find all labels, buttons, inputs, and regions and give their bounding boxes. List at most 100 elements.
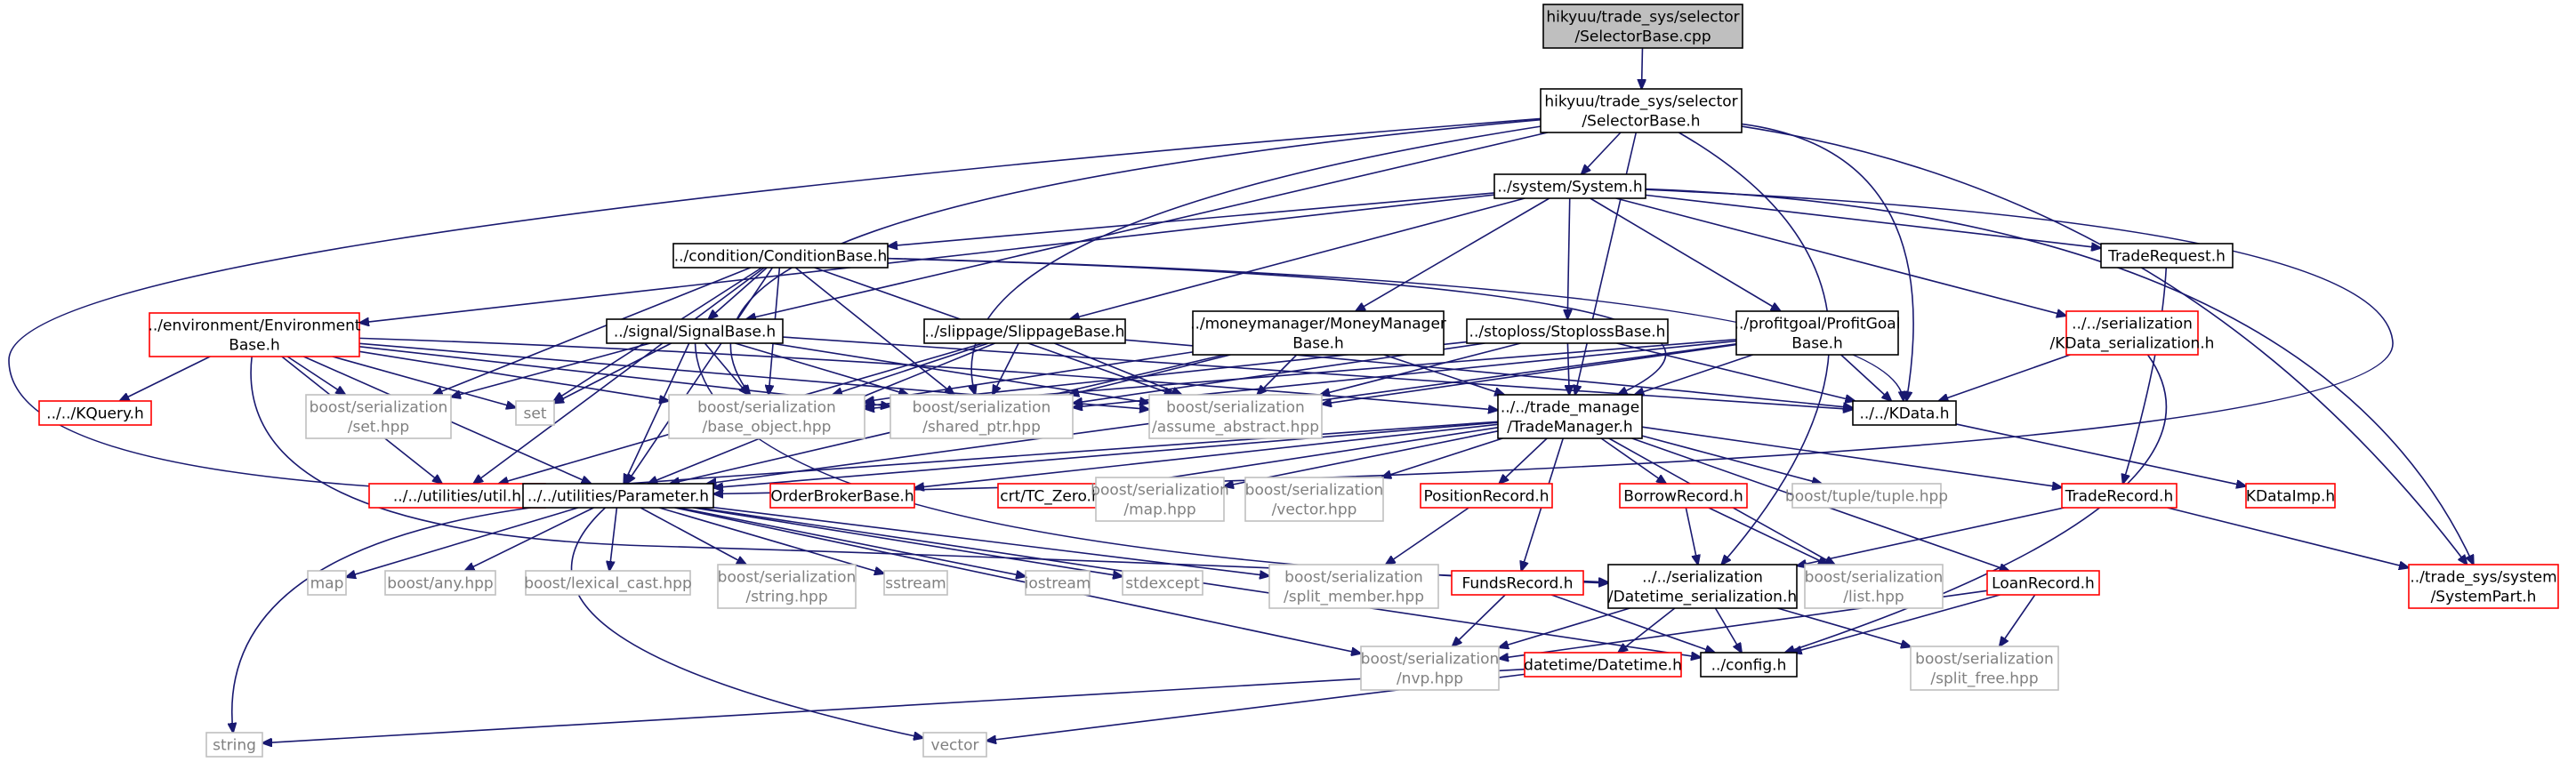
node-label-line: /assume_abstract.hpp xyxy=(1152,419,1319,437)
node-conditionbase-h[interactable]: ../condition/ConditionBase.h xyxy=(672,243,889,269)
edge-line xyxy=(1453,594,1506,646)
edge-environmentbase_h-to-base_object_hpp xyxy=(358,350,669,401)
node-signalbase-h[interactable]: ../signal/SignalBase.h xyxy=(606,318,784,344)
node-box xyxy=(1493,173,1646,199)
node-string: string xyxy=(205,732,263,758)
edge-line xyxy=(433,267,752,395)
node-label-line: boost/serialization xyxy=(913,399,1051,417)
edge-trademanager_h-to-orderbrokerbase_h xyxy=(914,423,1499,487)
edge-line xyxy=(232,507,531,733)
node-string-hpp: boost/serialization/string.hpp xyxy=(717,564,857,609)
node-label-line: ../signal/SignalBase.h xyxy=(614,324,776,341)
edge-line xyxy=(678,507,1026,576)
edge-positionrecord_h-to-split_member_hpp xyxy=(1386,507,1469,565)
node-label-line: TradeRequest.h xyxy=(2107,248,2226,266)
node-map: map xyxy=(307,570,347,596)
edge-line xyxy=(2167,507,2409,568)
edge-line xyxy=(2123,267,2168,484)
node-selectorbase-h[interactable]: hikyuu/trade_sys/selector/SelectorBase.h xyxy=(1540,88,1743,133)
node-traderequest-h[interactable]: TradeRequest.h xyxy=(2100,243,2234,269)
node-slippagebase-h[interactable]: ../slippage/SlippageBase.h xyxy=(923,318,1126,344)
node-box xyxy=(2100,243,2234,269)
node-label-line: ../../utilities/Parameter.h xyxy=(527,488,709,506)
edge-moneymanagerbase_h-to-trademanager_h xyxy=(1383,354,1504,395)
edge-parameter_h-to-map xyxy=(346,507,579,577)
node-label-line: hikyuu/trade_sys/selector xyxy=(1544,93,1737,111)
node-label-line: TradeRecord.h xyxy=(2065,488,2173,506)
edge-profitgoalbase_h-to-trademanager_h xyxy=(1634,354,1753,395)
node-box xyxy=(2065,310,2199,356)
edge-trademanager_h-to-positionrecord_h xyxy=(1499,437,1548,484)
node-parameter-h[interactable]: ../../utilities/Parameter.h xyxy=(522,483,714,509)
edge-line xyxy=(1600,437,1666,484)
edge-line xyxy=(332,356,516,408)
node-label-line: boost/serialization xyxy=(718,569,857,587)
edge-kdata_h-to-kdataimp_h xyxy=(1955,423,2246,486)
node-box xyxy=(1619,483,1748,509)
node-box xyxy=(769,483,915,509)
edge-datetime_serialization_h-to-nvp_hpp xyxy=(1499,607,1630,647)
node-config-h[interactable]: ../config.h xyxy=(1700,652,1798,678)
edge-line xyxy=(694,342,1608,583)
node-positionrecord-h[interactable]: PositionRecord.h xyxy=(1420,483,1553,509)
node-box xyxy=(1148,394,1323,439)
node-system-h[interactable]: ../system/System.h xyxy=(1493,173,1646,199)
node-fundsrecord-h[interactable]: FundsRecord.h xyxy=(1451,570,1584,596)
node-box xyxy=(1122,570,1203,596)
node-datetime-h[interactable]: datetime/Datetime.h xyxy=(1524,652,1682,678)
node-label-line: sstream xyxy=(885,575,946,593)
node-label-line: crt/TC_Zero.h xyxy=(1000,488,1101,506)
edge-line xyxy=(1641,435,1822,484)
edge-kdata_serialization_h-to-kdata_h xyxy=(1938,354,2071,401)
node-orderbrokerbase-h[interactable]: OrderBrokerBase.h xyxy=(769,483,915,509)
node-kdata-serialization-h[interactable]: ../../serialization/KData_serialization.… xyxy=(2050,310,2215,356)
node-label-line: boost/serialization xyxy=(1166,399,1305,417)
node-base-object-hpp: boost/serialization/base_object.hpp xyxy=(668,394,865,439)
edge-system_h-to-kdata_serialization_h xyxy=(1615,197,2066,316)
node-loanrecord-h[interactable]: LoanRecord.h xyxy=(1986,570,2100,596)
edge-line xyxy=(1708,507,1828,565)
node-borrowrecord-h[interactable]: BorrowRecord.h xyxy=(1619,483,1748,509)
edge-line xyxy=(971,125,1542,395)
edge-line xyxy=(1616,342,1856,401)
node-box xyxy=(205,732,263,758)
node-split-member-hpp: boost/serialization/split_member.hpp xyxy=(1268,564,1439,609)
node-kdataimp-h[interactable]: KDataImp.h xyxy=(2245,483,2336,509)
edge-line xyxy=(626,267,774,484)
edge-line xyxy=(1642,47,1643,89)
node-systempart-h[interactable]: ../trade_sys/system/SystemPart.h xyxy=(2408,564,2559,609)
edge-trademanager_h-to-parameter_h xyxy=(713,421,1499,487)
edge-line xyxy=(794,267,954,395)
edge-trademanager_h-to-util_h xyxy=(545,421,1499,489)
edge-line xyxy=(2000,594,2036,646)
edge-line xyxy=(1797,507,2065,565)
node-label-line: ../environment/Environment xyxy=(148,317,360,335)
node-trademanager-h[interactable]: ../../trade_manage/TradeManager.h xyxy=(1497,394,1643,439)
edge-line xyxy=(624,342,690,484)
node-box xyxy=(307,570,347,596)
node-crt-tc-zero-h[interactable]: crt/TC_Zero.h xyxy=(997,483,1104,509)
node-kdata-h[interactable]: ../../KData.h xyxy=(1852,400,1957,426)
edge-borrowrecord_h-to-datetime_serialization_h xyxy=(1685,507,1697,565)
node-kquery-h[interactable]: ../../KQuery.h xyxy=(38,400,152,426)
edge-line xyxy=(1499,437,1548,484)
node-label-line: Base.h xyxy=(1292,335,1344,353)
node-stoplossbase-h[interactable]: ../stoploss/StoplossBase.h xyxy=(1466,318,1669,344)
node-datetime-serialization-h[interactable]: ../../serialization/Datetime_serializati… xyxy=(1607,564,1798,609)
node-root[interactable]: hikyuu/trade_sys/selector/SelectorBase.c… xyxy=(1542,4,1743,49)
edge-line xyxy=(358,350,669,401)
node-label-line: map xyxy=(310,575,344,593)
node-traderecord-h[interactable]: TradeRecord.h xyxy=(2061,483,2178,509)
edge-line xyxy=(865,351,1194,402)
edge-line xyxy=(1054,342,1181,395)
edge-line xyxy=(674,507,1361,654)
node-box xyxy=(522,483,714,509)
node-box xyxy=(1360,646,1500,691)
edge-datetime_h-to-string xyxy=(262,668,1525,743)
node-util-h[interactable]: ../../utilities/util.h xyxy=(368,483,546,509)
edge-line xyxy=(465,507,594,571)
